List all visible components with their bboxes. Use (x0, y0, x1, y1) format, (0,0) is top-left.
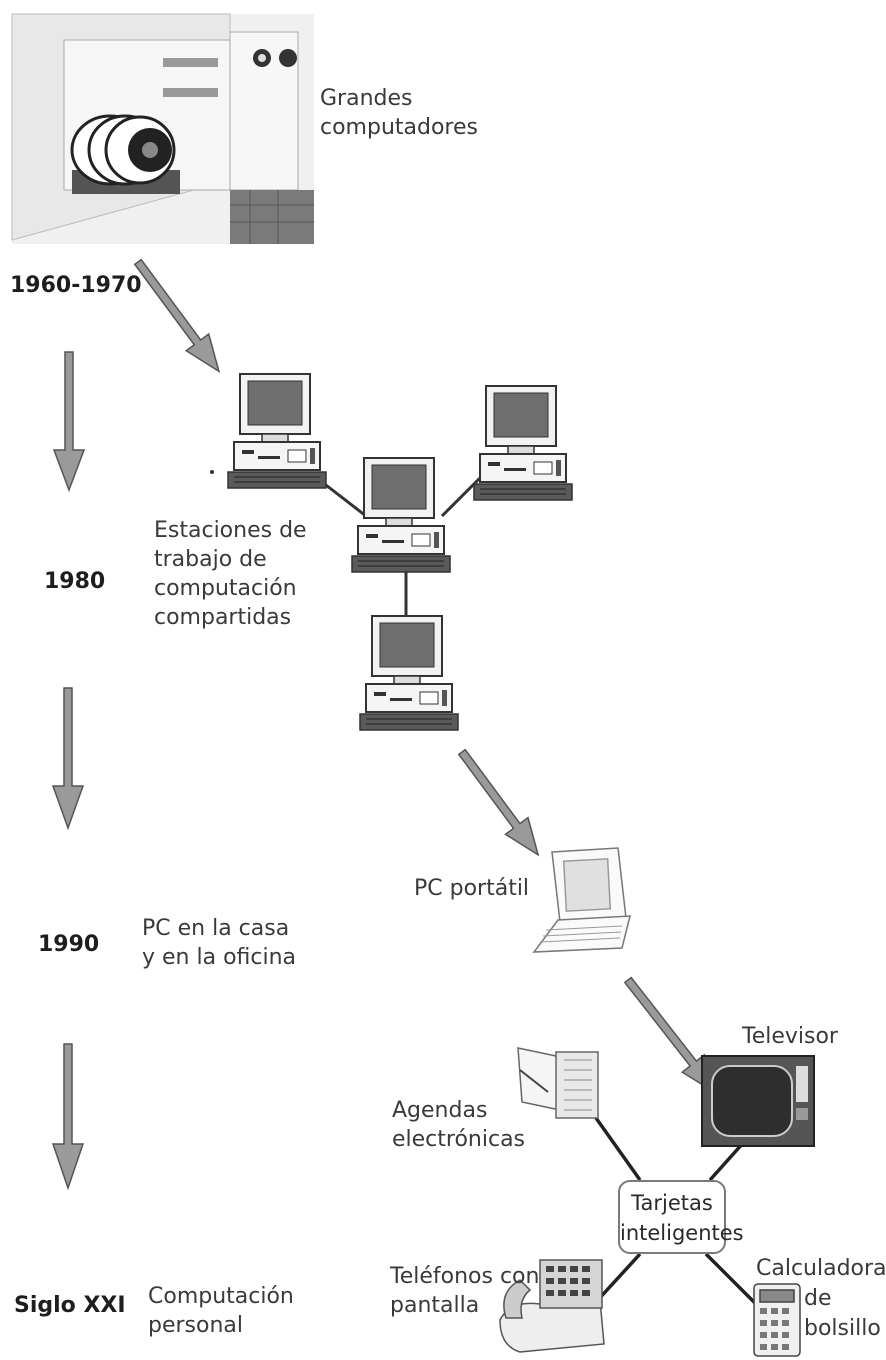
label-display-phones: Teléfonos con pantalla (390, 1264, 540, 1318)
television-illustration (701, 1055, 815, 1147)
label-laptop: PC portátil (414, 876, 530, 901)
timeline-arrows (51, 351, 86, 1191)
workstations-illustration (210, 373, 573, 731)
laptop-illustration (532, 847, 631, 953)
smartcards-node: Tarjetas inteligentes (618, 1180, 744, 1254)
progression-arrows (133, 258, 718, 1096)
mainframe-illustration (11, 13, 314, 244)
smartcard-links (594, 1116, 758, 1306)
label-workstations: Estaciones de trabajo de computación com… (154, 518, 307, 630)
year-1990: 1990 (38, 932, 100, 957)
label-electronic-agendas: Agendas electrónicas (392, 1098, 526, 1152)
label-mainframes: Grandes computadores (320, 86, 478, 140)
agenda-illustration (517, 1047, 599, 1119)
label-pocket-calculator: Calculadora de bolsillo (756, 1256, 886, 1341)
label-television: Televisor (742, 1024, 838, 1049)
year-1960-1970: 1960-1970 (10, 273, 142, 298)
label-pc-home-office: PC en la casa y en la oficina (142, 916, 297, 970)
label-personal-computing: Computación personal (148, 1284, 294, 1338)
calculator-illustration (753, 1283, 801, 1357)
year-1980: 1980 (44, 569, 106, 594)
phone-illustration (499, 1259, 605, 1353)
year-siglo-xxi: Siglo XXI (14, 1293, 126, 1318)
